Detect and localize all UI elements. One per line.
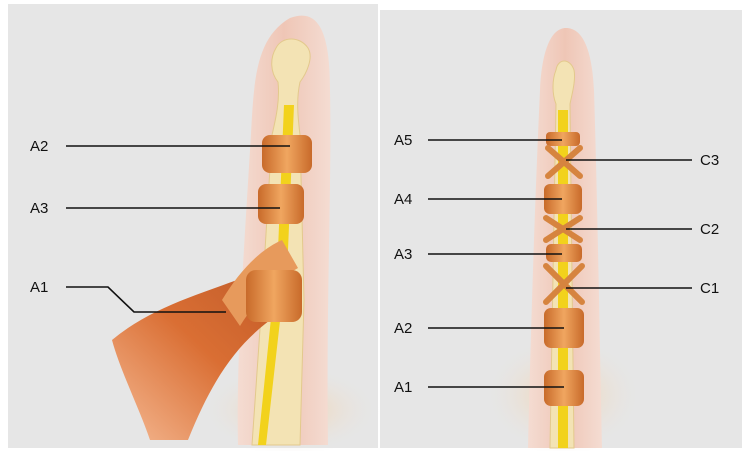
right-label-a3: A3 xyxy=(394,246,412,263)
left-finger-illustration: A2 A3 A1 xyxy=(30,16,380,451)
left-label-a2: A2 xyxy=(30,138,48,155)
left-pulley-a2 xyxy=(262,135,312,173)
right-label-a2: A2 xyxy=(394,320,412,337)
right-pulley-a5 xyxy=(546,132,580,146)
right-label-a1: A1 xyxy=(394,379,412,396)
right-label-c1: C1 xyxy=(700,280,719,297)
right-finger-illustration: A5 A4 A3 A2 A1 C3 C2 C1 xyxy=(394,28,719,451)
left-label-a3: A3 xyxy=(30,200,48,217)
left-pulley-a3 xyxy=(258,184,304,224)
right-label-c2: C2 xyxy=(700,221,719,238)
right-pulley-a1 xyxy=(544,370,584,406)
left-pulley-a1 xyxy=(246,270,302,322)
right-pulley-a3 xyxy=(546,244,582,262)
right-label-c3: C3 xyxy=(700,152,719,169)
right-label-a4: A4 xyxy=(394,191,412,208)
right-label-a5: A5 xyxy=(394,132,412,149)
left-label-a1: A1 xyxy=(30,279,48,296)
